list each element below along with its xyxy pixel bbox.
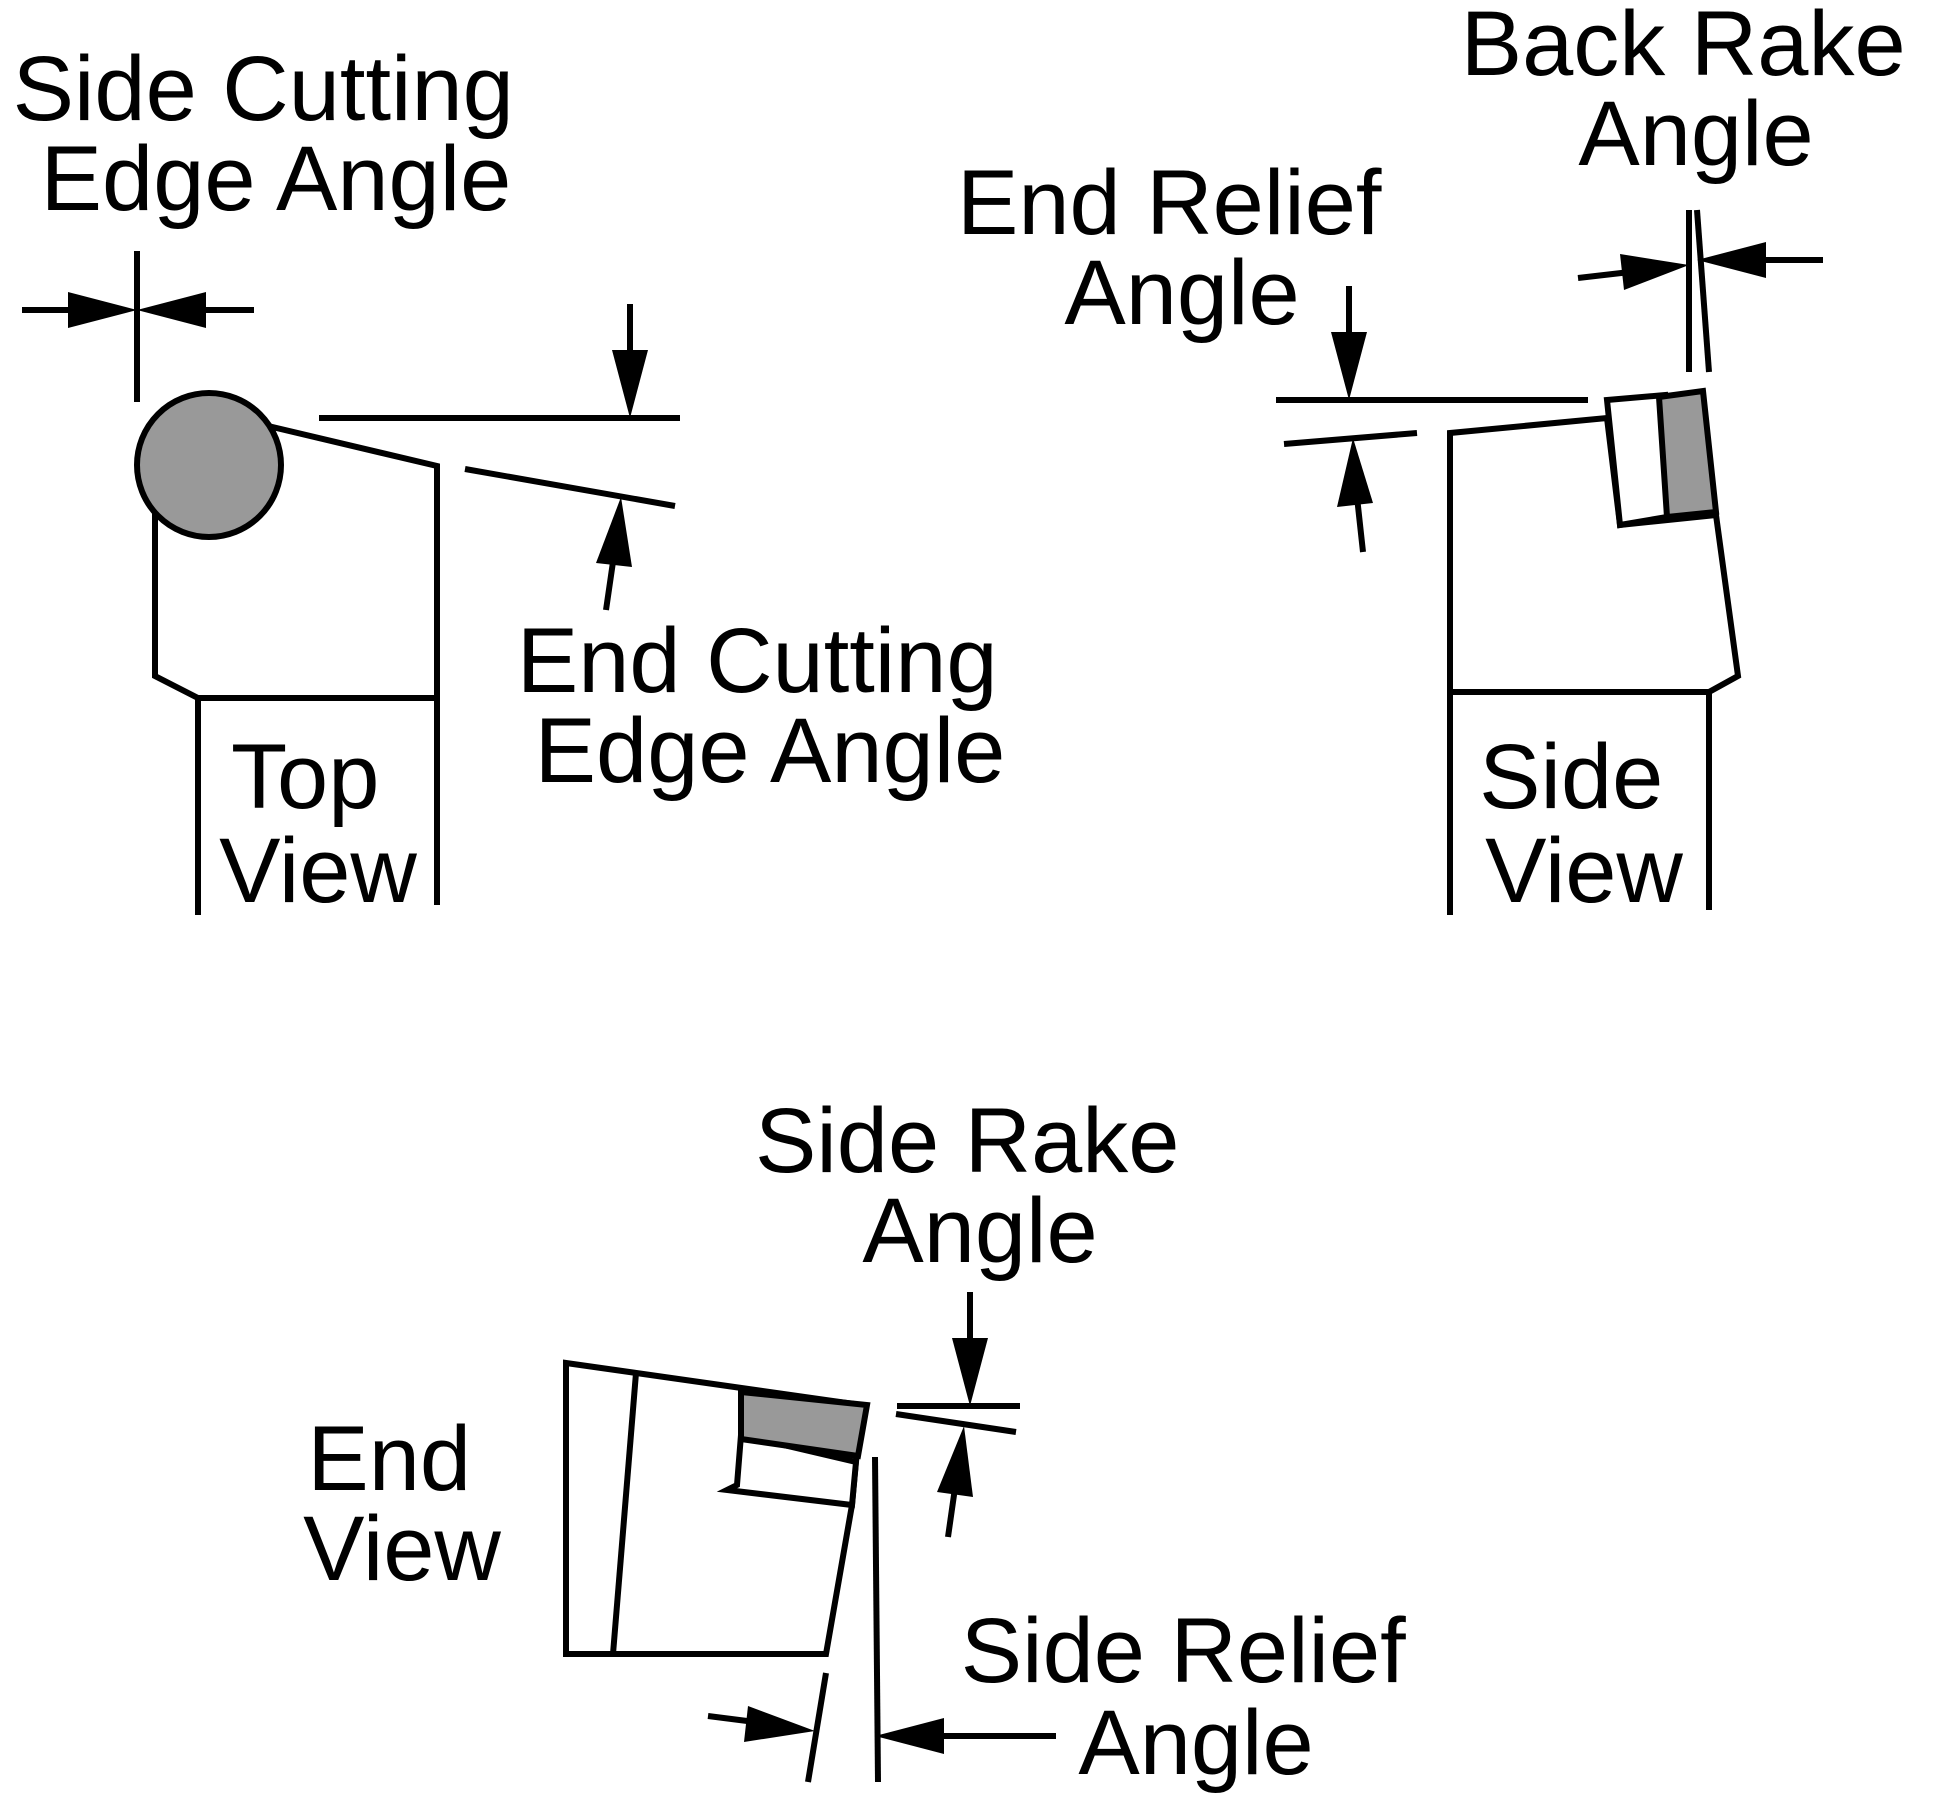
- back-rake-angle-label: Back Rake Angle: [1461, 0, 1931, 185]
- end-view-group: [563, 1292, 1056, 1783]
- top-view-tool-nose-icon: [134, 390, 284, 540]
- side-view-group: [1276, 209, 1823, 915]
- side-view-label: Side View: [1479, 726, 1689, 922]
- side-rake-arrow-up-icon: [937, 1426, 973, 1497]
- back-rake-face-extension-line: [1694, 209, 1712, 373]
- end-relief-arrow-up-icon: [1337, 438, 1373, 507]
- back-rake-arrow-right-icon: [1697, 242, 1766, 278]
- end-view-shank-line: [610, 1372, 639, 1655]
- side-rake-angle-label: Side Rake Angle: [755, 1090, 1205, 1282]
- end-relief-arrow-down-icon: [1331, 332, 1367, 400]
- end-relief-angle-label: End Relief Angle: [957, 152, 1407, 344]
- end-cutting-arrow-down-icon: [612, 350, 648, 418]
- end-relief-face-extension-line: [1283, 430, 1418, 447]
- top-view-group: [22, 251, 680, 915]
- side-cutting-edge-angle-label: Side Cutting Edge Angle: [13, 38, 540, 230]
- back-rake-arrow-left-icon: [1620, 254, 1689, 290]
- side-relief-face-extension-line: [805, 1672, 829, 1783]
- side-cutting-arrow-left-icon: [68, 292, 137, 328]
- side-rake-face-extension-line: [895, 1411, 1017, 1435]
- end-view-insert-rake-face: [738, 1388, 871, 1460]
- back-rake-arrow-left-shaft: [1577, 269, 1631, 281]
- side-relief-reference-line: [872, 1456, 881, 1783]
- end-view-insert: [716, 1431, 860, 1509]
- side-relief-arrow-left-icon: [744, 1706, 815, 1742]
- side-cutting-arrow-right-icon: [137, 292, 206, 328]
- end-cutting-edge-extension-line: [464, 466, 676, 509]
- side-relief-angle-label: Side Relief Angle: [961, 1600, 1431, 1794]
- top-view-label: Top View: [219, 726, 417, 922]
- end-cutting-arrow-up-icon: [596, 497, 632, 567]
- end-relief-arrow-up-shaft: [1354, 496, 1366, 553]
- end-cutting-edge-angle-label: End Cutting Edge Angle: [517, 610, 1023, 802]
- end-view-label: End View: [303, 1408, 501, 1600]
- side-rake-arrow-down-icon: [952, 1338, 988, 1406]
- side-rake-arrow-up-shaft: [945, 1487, 958, 1538]
- side-view-insert-rake-face: [1655, 387, 1720, 521]
- side-relief-arrow-right-icon: [875, 1718, 944, 1754]
